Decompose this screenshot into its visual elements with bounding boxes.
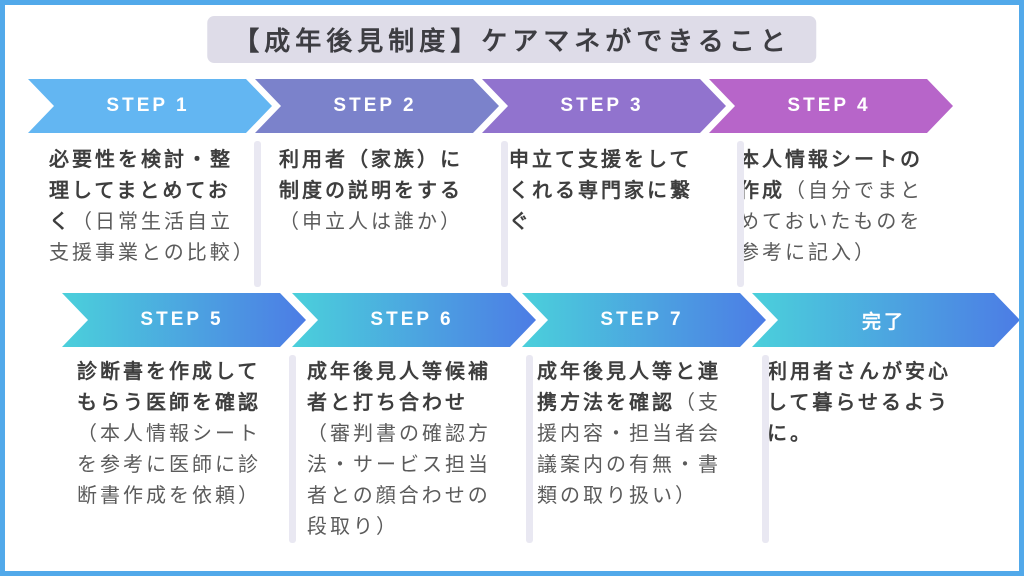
step-description-1-note: （日常生活自立支援事業との比較） xyxy=(49,211,256,264)
step-description-6-bold: 成年後見人等候補者と打ち合わせ xyxy=(307,361,491,414)
column-divider xyxy=(289,355,296,543)
step-label-3: STEP 3 xyxy=(560,95,644,116)
step-description-6: 成年後見人等候補者と打ち合わせ （審判書の確認方法・サービス担当者との顔合わせの段… xyxy=(307,357,505,543)
step-description-4-note: （自分でまとめておいたものを参考に記入） xyxy=(739,180,923,264)
step-description-4: 本人情報シートの作成（自分でまとめておいたものを参考に記入） xyxy=(739,145,937,269)
step-description-4-bold: 本人情報シートの作成 xyxy=(739,149,923,202)
step-description-3-bold: 申立て支援をしてくれる専門家に繋ぐ xyxy=(509,149,693,233)
step-label-6: STEP 6 xyxy=(370,309,454,330)
step-description-complete: 利用者さんが安心して暮らせるように。 xyxy=(767,357,965,450)
step-label-7: STEP 7 xyxy=(600,309,684,330)
step-description-2-note: （申立人は誰か） xyxy=(279,211,463,233)
step-description-5: 診断書を作成してもらう医師を確認 （本人情報シートを参考に医師に診断書作成を依頼） xyxy=(77,357,275,512)
step-description-7-note: （支援内容・担当者会議案内の有無・書類の取り扱い） xyxy=(537,392,721,507)
column-divider xyxy=(737,141,744,287)
column-divider xyxy=(526,355,533,543)
step-label-complete: 完了 xyxy=(861,311,906,333)
step-description-5-bold: 診断書を作成してもらう医師を確認 xyxy=(77,361,261,414)
step-arrow-6: STEP 6 xyxy=(292,293,536,347)
step-description-5-note: （本人情報シートを参考に医師に診断書作成を依頼） xyxy=(77,423,261,507)
column-divider xyxy=(501,141,508,287)
step-label-2: STEP 2 xyxy=(333,95,417,116)
step-arrow-3: STEP 3 xyxy=(482,79,726,133)
step-description-complete-bold: 利用者さんが安心して暮らせるように。 xyxy=(767,361,951,445)
step-label-1: STEP 1 xyxy=(106,95,190,116)
step-arrow-4: STEP 4 xyxy=(709,79,953,133)
step-arrow-7: STEP 7 xyxy=(522,293,766,347)
step-arrow-2: STEP 2 xyxy=(255,79,499,133)
step-label-4: STEP 4 xyxy=(787,95,871,116)
step-description-1-bold: 必要性を検討・整理してまとめておく xyxy=(49,149,233,233)
column-divider xyxy=(254,141,261,287)
page-title: 【成年後見制度】ケアマネができること xyxy=(207,16,817,63)
step-description-1: 必要性を検討・整理してまとめておく（日常生活自立支援事業との比較） xyxy=(49,145,253,269)
step-description-7-bold: 成年後見人等と連携方法を確認 xyxy=(537,361,721,414)
step-label-5: STEP 5 xyxy=(140,309,224,330)
step-description-6-note: （審判書の確認方法・サービス担当者との顔合わせの段取り） xyxy=(307,423,491,538)
step-arrow-1: STEP 1 xyxy=(28,79,272,133)
step-description-2: 利用者（家族）に制度の説明をする （申立人は誰か） xyxy=(279,145,477,238)
step-description-3: 申立て支援をしてくれる専門家に繋ぐ xyxy=(509,145,707,238)
step-arrow-complete: 完了 xyxy=(752,293,1020,347)
step-description-7: 成年後見人等と連携方法を確認（支援内容・担当者会議案内の有無・書類の取り扱い） xyxy=(537,357,735,512)
column-divider xyxy=(762,355,769,543)
step-description-2-bold: 利用者（家族）に制度の説明をする xyxy=(279,149,463,202)
step-arrow-5: STEP 5 xyxy=(62,293,306,347)
